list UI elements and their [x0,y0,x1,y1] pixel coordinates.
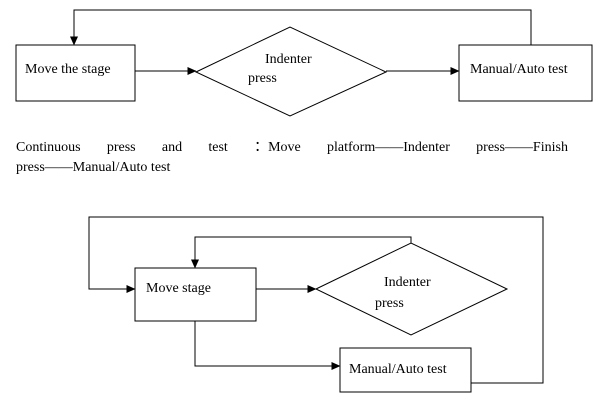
press-label-2: press [375,296,404,311]
caption-word: Continuous [16,140,81,155]
diagram-1: Move the stage Indenter press Manual/Aut… [15,9,593,117]
manual-auto-test-label: Manual/Auto test [470,62,568,77]
press-label: press [248,71,277,86]
caption-word: ：Move [254,140,301,155]
caption-word: press——Finish [476,140,568,155]
caption-word: platform——Indenter [327,140,450,155]
indenter-press-diamond-2 [314,242,509,336]
caption-word: test [208,140,228,155]
manual-auto-test-label-2: Manual/Auto test [349,362,447,377]
caption-word: and [161,140,183,155]
feedback-loop-arrow [70,9,532,46]
caption-word: press [106,140,136,155]
move-stage-label: Move stage [146,281,211,296]
caption-line-2: press——Manual/Auto test [16,160,171,175]
indenter-label: Indenter [265,52,312,67]
feedback-loop-indenter [191,236,412,269]
indenter-press-diamond [194,26,388,117]
feedback-loop-outer [88,216,544,384]
move-the-stage-label: Move the stage [25,62,111,77]
caption-line-1: Continuous press and test ：Move platform… [16,138,568,158]
indenter-label-2: Indenter [384,275,431,290]
arrow-move-to-manual [194,321,341,370]
caption-text: Continuous press and test ：Move platform… [16,138,568,178]
manual-auto-test-box-2 [339,347,472,393]
diagram-2: Move stage Indenter press Manual/Auto te… [88,216,544,393]
